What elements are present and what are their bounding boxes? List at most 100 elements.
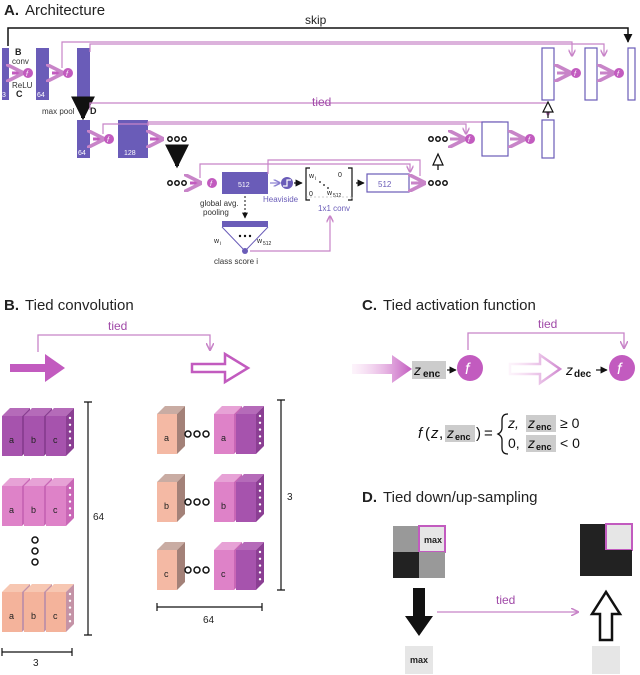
dim-label-3-v: 3	[287, 492, 293, 503]
panel-b-letter: B.	[4, 297, 19, 314]
tied-label-a: tied	[312, 95, 331, 109]
activation-formula: f ( z , z enc ) = z, 0, z enc ≥ 0 z enc …	[418, 413, 580, 455]
decoder-block-64	[541, 119, 555, 159]
heaviside-label: Heaviside	[263, 195, 299, 204]
conv1x1-label: 1x1 conv	[318, 204, 350, 213]
tied-link-5	[199, 163, 410, 178]
filter-label: c	[53, 505, 58, 515]
dim-label-64-h: 64	[203, 615, 215, 626]
ellipsis-icon	[31, 536, 39, 566]
maxpool-label: max pool	[42, 107, 75, 116]
tied-link-conv	[37, 334, 210, 352]
f-circle-icon	[457, 355, 483, 381]
svg-text:z,: z,	[507, 415, 519, 431]
panel-a-letter: A.	[4, 2, 19, 19]
fade-arrow-icon	[352, 355, 412, 383]
panel-a: A. Architecture skip 3 f B conv ReLU C 6…	[2, 2, 636, 266]
filter-cube	[236, 406, 264, 454]
pooled-cell	[405, 646, 433, 674]
filter-cube: c	[157, 542, 185, 590]
svg-text:z: z	[446, 425, 454, 441]
upsample-arrow-icon	[589, 589, 623, 642]
matrix-bracket-left	[305, 167, 310, 201]
channel-label-512: 512	[238, 182, 250, 189]
dim-line-3-h	[1, 648, 73, 656]
global-avg-label: global avg.	[200, 199, 239, 208]
channel-label-64b: 64	[78, 150, 86, 157]
panel-b-title: Tied convolution	[25, 297, 134, 314]
svg-text:i: i	[315, 176, 316, 182]
filter-label: a	[9, 435, 14, 445]
svg-text:enc: enc	[423, 369, 441, 380]
tied-label-b: tied	[108, 319, 127, 333]
tied-link-2	[89, 43, 604, 56]
svg-text:f: f	[210, 181, 213, 188]
dim-line-64-v	[84, 401, 92, 636]
f-circle-icon	[571, 68, 581, 78]
downsample-arrow-icon	[405, 588, 433, 636]
svg-text:512: 512	[263, 241, 272, 247]
tied-label-c: tied	[538, 317, 557, 331]
svg-text:< 0: < 0	[560, 435, 580, 451]
tied-link-4	[147, 121, 502, 128]
f-circle-icon	[525, 134, 535, 144]
block-64-b	[77, 48, 90, 100]
svg-text:512: 512	[333, 193, 342, 199]
svg-text:z: z	[413, 362, 421, 378]
filled-arrow-icon	[10, 354, 65, 382]
pool-cell-max	[418, 525, 446, 553]
decoder-block-64-b	[541, 47, 555, 101]
panel-a-title: Architecture	[25, 2, 105, 19]
svg-text:0: 0	[338, 172, 342, 179]
ellipsis-icon	[428, 136, 448, 142]
svg-text:w: w	[213, 238, 220, 245]
f-circle-icon	[104, 134, 114, 144]
filter-cube	[236, 474, 264, 522]
ellipsis-icon	[184, 498, 210, 506]
svg-text:z: z	[527, 435, 535, 451]
svg-text:=: =	[484, 425, 493, 442]
svg-text:dec: dec	[574, 369, 592, 380]
svg-text:f: f	[465, 361, 471, 378]
matrix-diagonal	[319, 181, 329, 189]
dim-line-3-v	[277, 399, 285, 591]
svg-text:w: w	[308, 173, 315, 180]
max-label: max	[424, 535, 442, 545]
max-label-2: max	[410, 655, 428, 665]
f-circle-icon	[614, 68, 624, 78]
tied-link-weights	[250, 216, 330, 252]
ellipsis-icon	[238, 234, 252, 238]
label-b: B	[15, 47, 22, 57]
filter-label: b	[221, 501, 226, 511]
tied-link-3	[102, 123, 466, 134]
relu-label: ReLU	[12, 81, 33, 90]
svg-text:,: ,	[439, 425, 443, 442]
filter-label: c	[53, 611, 58, 621]
svg-text:(: (	[425, 425, 430, 442]
filter-cube: c	[46, 478, 74, 526]
channel-label-3: 3	[2, 92, 6, 99]
f-circle-icon	[609, 355, 635, 381]
panel-d-letter: D.	[362, 489, 377, 506]
panel-c-title: Tied activation function	[383, 297, 536, 314]
filter-cube: b	[157, 474, 185, 522]
label-d: D	[90, 106, 97, 116]
z-enc-highlight	[412, 361, 446, 379]
svg-text:): )	[476, 425, 481, 442]
decoder-block-128	[481, 121, 509, 157]
svg-text:f: f	[107, 137, 110, 144]
svg-text:enc: enc	[536, 422, 552, 432]
ellipsis-icon	[428, 180, 448, 186]
filter-label: a	[221, 433, 226, 443]
unpool-cell-max	[605, 523, 633, 551]
filter-cube	[236, 542, 264, 590]
pool-cell	[393, 552, 419, 578]
ellipsis-icon	[184, 430, 210, 438]
skip-label: skip	[305, 13, 327, 27]
filter-cube: c	[46, 408, 74, 456]
svg-text:f: f	[418, 425, 424, 442]
input-block-3	[2, 48, 9, 100]
